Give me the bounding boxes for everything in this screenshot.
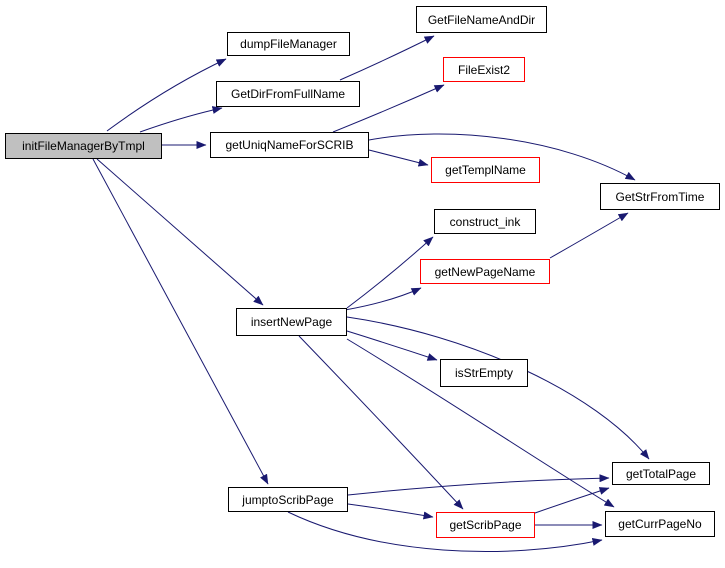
edge-getNewPageName-GetStrFromTime: [549, 212, 629, 259]
node-construct_ink[interactable]: construct_ink: [434, 209, 536, 234]
node-dumpFileManager[interactable]: dumpFileManager: [227, 32, 350, 56]
node-GetStrFromTime[interactable]: GetStrFromTime: [600, 183, 720, 210]
edge-insertNewPage-getTotalPage: [346, 316, 650, 460]
edge-jumptoScribPage-getCurrPageNo: [287, 511, 603, 553]
node-jumptoScribPage[interactable]: jumptoScribPage: [228, 487, 348, 512]
node-initFileManagerByTmpl: initFileManagerByTmpl: [5, 133, 162, 159]
node-GetDirFromFullName[interactable]: GetDirFromFullName: [216, 81, 360, 107]
edge-initFileManagerByTmpl-dumpFileManager: [106, 58, 227, 132]
edge-insertNewPage-construct_ink: [346, 236, 434, 309]
node-isStrEmpty[interactable]: isStrEmpty: [440, 359, 528, 387]
edge-getUniqNameForSCRIB-GetStrFromTime: [368, 133, 636, 181]
edge-getUniqNameForSCRIB-FileExist2: [332, 84, 445, 133]
node-insertNewPage[interactable]: insertNewPage: [236, 308, 347, 336]
node-getTemplName[interactable]: getTemplName: [431, 157, 540, 183]
edge-jumptoScribPage-getScribPage: [347, 503, 434, 520]
edge-initFileManagerByTmpl-insertNewPage: [96, 158, 264, 306]
node-getTotalPage[interactable]: getTotalPage: [612, 462, 710, 485]
edge-insertNewPage-getScribPage: [298, 335, 464, 510]
edge-insertNewPage-getNewPageName: [344, 287, 422, 311]
edge-initFileManagerByTmpl-jumptoScribPage: [92, 158, 269, 485]
edge-initFileManagerByTmpl-GetDirFromFullName: [139, 106, 223, 133]
edge-insertNewPage-getCurrPageNo: [346, 338, 615, 508]
node-FileExist2[interactable]: FileExist2: [443, 57, 525, 82]
node-getScribPage[interactable]: getScribPage: [436, 512, 535, 538]
edge-GetDirFromFullName-GetFileNameAndDir: [339, 35, 435, 81]
edge-insertNewPage-isStrEmpty: [346, 330, 438, 361]
edge-getUniqNameForSCRIB-getTemplName: [368, 149, 429, 167]
edge-jumptoScribPage-getTotalPage: [347, 474, 610, 496]
node-getNewPageName[interactable]: getNewPageName: [420, 259, 550, 284]
edge-getScribPage-getTotalPage: [534, 487, 610, 514]
node-GetFileNameAndDir[interactable]: GetFileNameAndDir: [416, 6, 547, 33]
node-getCurrPageNo[interactable]: getCurrPageNo: [605, 511, 715, 537]
node-getUniqNameForSCRIB[interactable]: getUniqNameForSCRIB: [210, 132, 369, 158]
